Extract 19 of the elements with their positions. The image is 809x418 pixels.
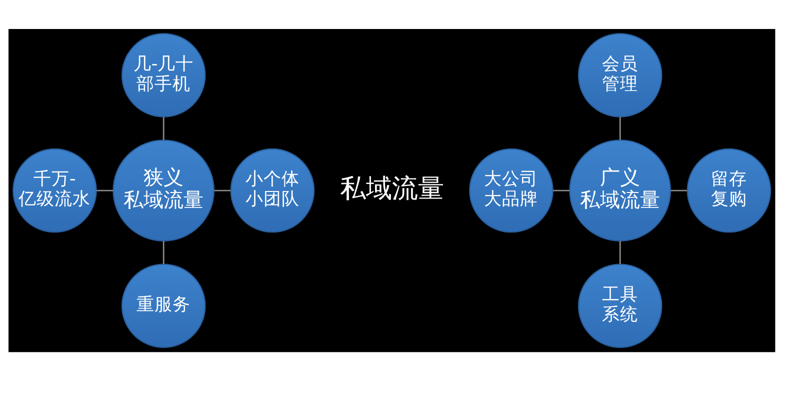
- node-circle: 广义私域流量: [569, 139, 672, 241]
- connector: [162, 116, 164, 140]
- node-circle: 工具系统: [578, 263, 662, 348]
- connector: [552, 189, 570, 191]
- connector: [96, 189, 114, 191]
- node-circle: 会员管理: [578, 32, 662, 117]
- node-circle: 千万-亿级流水: [12, 148, 97, 232]
- node-circle: 小个体小团队: [230, 148, 315, 232]
- connector: [162, 240, 164, 264]
- connector: [670, 189, 688, 191]
- node-circle: 狭义私域流量: [112, 139, 215, 241]
- node-circle: 几-几十部手机: [121, 32, 206, 117]
- label: 私域流量: [340, 174, 444, 204]
- connector: [214, 189, 231, 191]
- connector: [619, 240, 621, 264]
- node-circle: 留存复购: [686, 148, 772, 232]
- connector: [619, 116, 621, 140]
- node-circle: 大公司大品牌: [469, 148, 554, 232]
- node-circle: 重服务: [121, 263, 206, 348]
